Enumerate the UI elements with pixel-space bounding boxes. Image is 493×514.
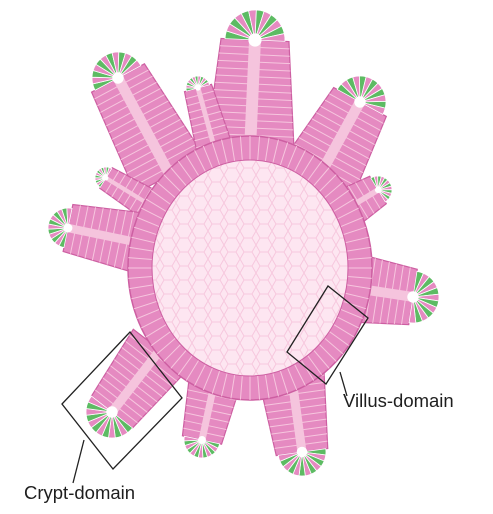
villus-domain-label: Villus-domain — [343, 390, 454, 412]
crypt-tip-center — [375, 187, 381, 193]
crypt-tip-center — [106, 406, 117, 417]
central-lumen — [152, 160, 348, 376]
crypt-leader-line — [73, 440, 84, 483]
crypt-tip-center — [195, 85, 200, 90]
crypt-tip-center — [104, 176, 109, 181]
crypt-tip-center — [354, 96, 365, 107]
lumen — [152, 160, 348, 376]
crypt-tip-center — [297, 447, 308, 458]
crypt-lumen-core — [250, 40, 255, 150]
crypt-tip-center — [64, 224, 73, 233]
crypt-tip-center — [198, 436, 206, 444]
crypt-domain-label: Crypt-domain — [24, 482, 135, 504]
crypt-tip-center — [112, 72, 123, 83]
crypt-tip-center — [248, 33, 261, 46]
crypt-tip-center — [407, 291, 418, 302]
